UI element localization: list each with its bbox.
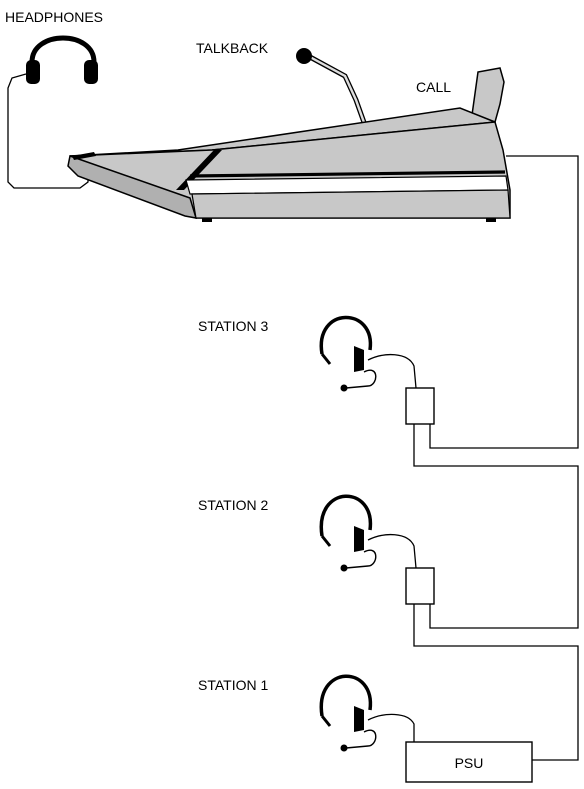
headphones-icon xyxy=(26,35,98,84)
station-1-headset-cable xyxy=(367,713,415,742)
psu-box xyxy=(405,741,533,783)
station-3-to-station-2-cable xyxy=(413,424,579,629)
station-1-label: STATION 1 xyxy=(198,677,268,693)
console-icon xyxy=(67,67,511,222)
station-3-label: STATION 3 xyxy=(198,318,268,334)
station-2-label: STATION 2 xyxy=(198,497,268,513)
call-label: CALL xyxy=(416,79,451,95)
headphones-label: HEADPHONES xyxy=(5,9,103,25)
station-1-headset-icon xyxy=(319,674,377,752)
station-2-beltpack xyxy=(405,567,435,605)
station-2-headset-cable xyxy=(367,534,417,569)
station-3-beltpack xyxy=(405,387,435,425)
psu-label: PSU xyxy=(455,755,484,771)
console-to-station3-cable xyxy=(429,155,579,449)
station-3-headset-icon xyxy=(319,315,377,392)
station-2-headset-icon xyxy=(319,494,377,572)
talkback-label: TALKBACK xyxy=(196,40,269,56)
headphones-cable xyxy=(7,73,89,189)
station-2-to-psu-cable xyxy=(413,604,579,761)
station-3-headset-cable xyxy=(367,354,417,389)
talkback-microphone-icon xyxy=(296,48,369,129)
